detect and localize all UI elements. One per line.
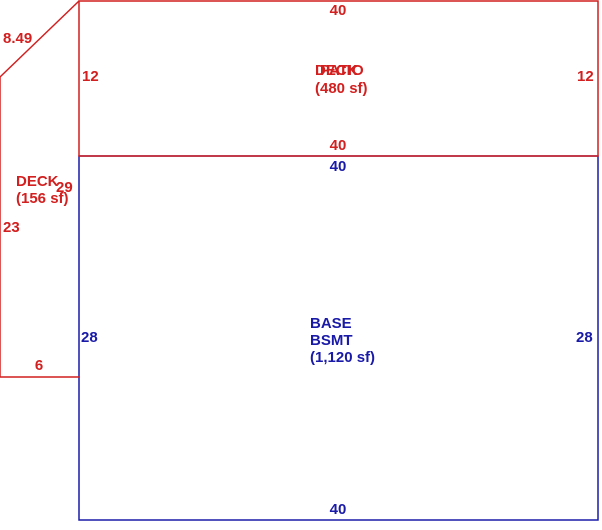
base-area: (1,120 sf)	[310, 349, 375, 366]
deck-side-name: DECK	[16, 173, 59, 190]
deck-side-dim-left: 23	[3, 219, 20, 236]
base-name: BASE	[310, 315, 352, 332]
deck-side-dim-right: 29	[56, 179, 73, 196]
deck-top-dim-top: 40	[330, 2, 347, 19]
deck-side-dim-bottom: 6	[35, 357, 43, 374]
deck-side-area: (156 sf)	[16, 190, 69, 207]
base-dim-left: 28	[81, 329, 98, 346]
base-sub-name: BSMT	[310, 332, 353, 349]
deck-top-dim-right: 12	[577, 68, 594, 85]
base-dim-top: 40	[330, 158, 347, 175]
deck-top-overlap-name: PATIO	[320, 62, 364, 79]
deck-side-outline	[0, 0, 80, 378]
deck-top-dim-bottom: 40	[330, 137, 347, 154]
deck-top-area: (480 sf)	[315, 80, 368, 97]
deck-top-name: DECK	[315, 62, 358, 79]
base-dim-right: 28	[576, 329, 593, 346]
deck-top-outline	[78, 0, 599, 157]
base-dim-bottom: 40	[330, 501, 347, 518]
deck-top-dim-left: 12	[82, 68, 99, 85]
deck-side-dim-diagonal: 8.49	[3, 30, 32, 47]
